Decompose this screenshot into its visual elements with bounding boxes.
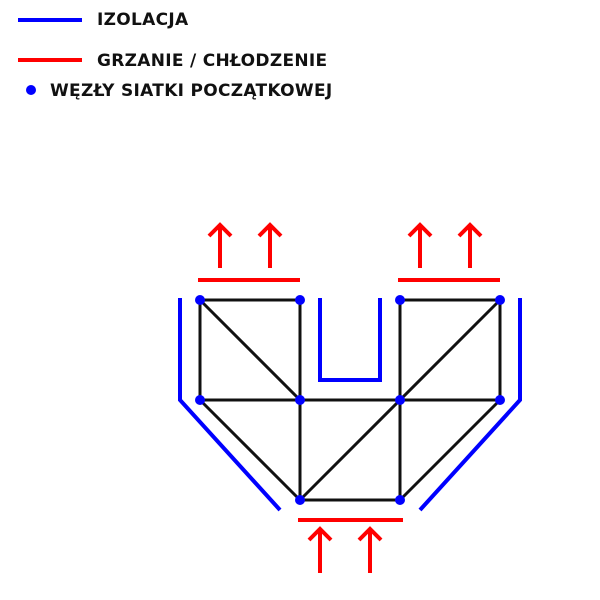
arrow-up-icon xyxy=(357,526,383,573)
legend-nodes-label: WĘZŁY SIATKI POCZĄTKOWEJ xyxy=(50,81,333,101)
arrow-up-icon xyxy=(207,222,233,268)
arrow-up-icon xyxy=(307,526,333,573)
mesh-nodes xyxy=(195,295,505,505)
legend-heating-label: GRZANIE / CHŁODZENIE xyxy=(97,51,328,71)
heating-boundaries xyxy=(198,278,500,522)
legend-node-swatch xyxy=(26,85,36,95)
legend-insulation-label: IZOLACJA xyxy=(97,10,189,30)
arrow-up-icon xyxy=(457,222,483,268)
arrow-up-icon xyxy=(257,222,283,268)
arrow-up-icon xyxy=(407,222,433,268)
heat-flow-arrows xyxy=(207,222,483,573)
insulation-boundaries xyxy=(178,298,522,512)
